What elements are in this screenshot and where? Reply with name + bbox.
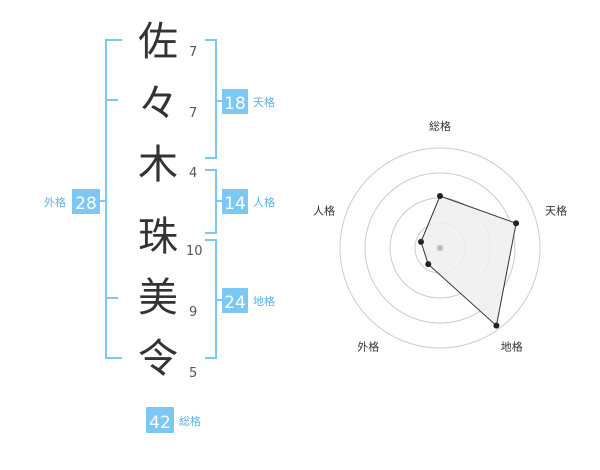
jinkaku-bracket (205, 169, 217, 234)
stroke-count: 9 (189, 305, 197, 320)
chikaku-badge: 24 地格 (222, 288, 275, 313)
stroke-count: 10 (186, 244, 203, 259)
radar-data-point (417, 238, 424, 245)
chikaku-label: 地格 (253, 294, 275, 308)
chikaku-value: 24 (224, 293, 246, 313)
soukaku-value-box (146, 407, 174, 433)
stroke-count: 4 (189, 166, 197, 181)
stroke-counts: 7 7 4 10 9 5 (186, 45, 203, 381)
tenkaku-bracket (205, 39, 217, 159)
stroke-count: 7 (189, 45, 197, 60)
name-char: 佐 (138, 19, 178, 65)
jinkaku-value: 14 (224, 194, 246, 214)
radar-data-point (425, 261, 432, 268)
gaikaku-badge: 外格 28 (44, 189, 100, 214)
radar-data-point (437, 193, 443, 199)
radar-axis-label: 総格 (429, 119, 451, 133)
name-char: 令 (138, 336, 178, 382)
radar-axis-label: 天格 (545, 203, 567, 217)
radar-axis-label: 外格 (357, 340, 379, 354)
name-char: 珠 (138, 214, 178, 260)
stroke-count: 5 (189, 366, 197, 381)
name-characters: 佐 々 木 珠 美 令 (138, 19, 178, 382)
gaikaku-label: 外格 (44, 195, 66, 209)
radar-grid-ring (364, 172, 516, 324)
tenkaku-badge: 18 天格 (222, 89, 275, 114)
soukaku-badge: 42 総格 (146, 407, 201, 433)
radar-data-point (513, 220, 520, 227)
jinkaku-value-box (222, 189, 248, 214)
chikaku-bracket (205, 239, 217, 359)
tenkaku-value: 18 (224, 94, 246, 114)
radar-axis-label: 地格 (501, 340, 523, 354)
radar-grid-ring (339, 147, 541, 349)
gaikaku-value: 28 (75, 194, 97, 214)
name-char: 木 (138, 142, 178, 188)
stroke-count: 7 (189, 106, 197, 121)
tenkaku-value-box (222, 89, 248, 114)
chikaku-value-box (222, 288, 248, 313)
name-char: 々 (138, 81, 178, 127)
soukaku-label: 総格 (179, 414, 201, 428)
name-char: 美 (138, 275, 178, 321)
tenkaku-label: 天格 (253, 95, 275, 109)
jinkaku-label: 人格 (253, 195, 275, 209)
radar-axis-label: 人格 (313, 203, 335, 217)
jinkaku-badge: 14 人格 (222, 189, 275, 214)
radar-center-point (437, 245, 443, 251)
radar-data-area (420, 195, 517, 327)
soukaku-value: 42 (149, 413, 171, 433)
gaikaku-bracket (105, 39, 122, 359)
gaikaku-value-box (72, 189, 100, 214)
radar-data-point (493, 322, 500, 329)
